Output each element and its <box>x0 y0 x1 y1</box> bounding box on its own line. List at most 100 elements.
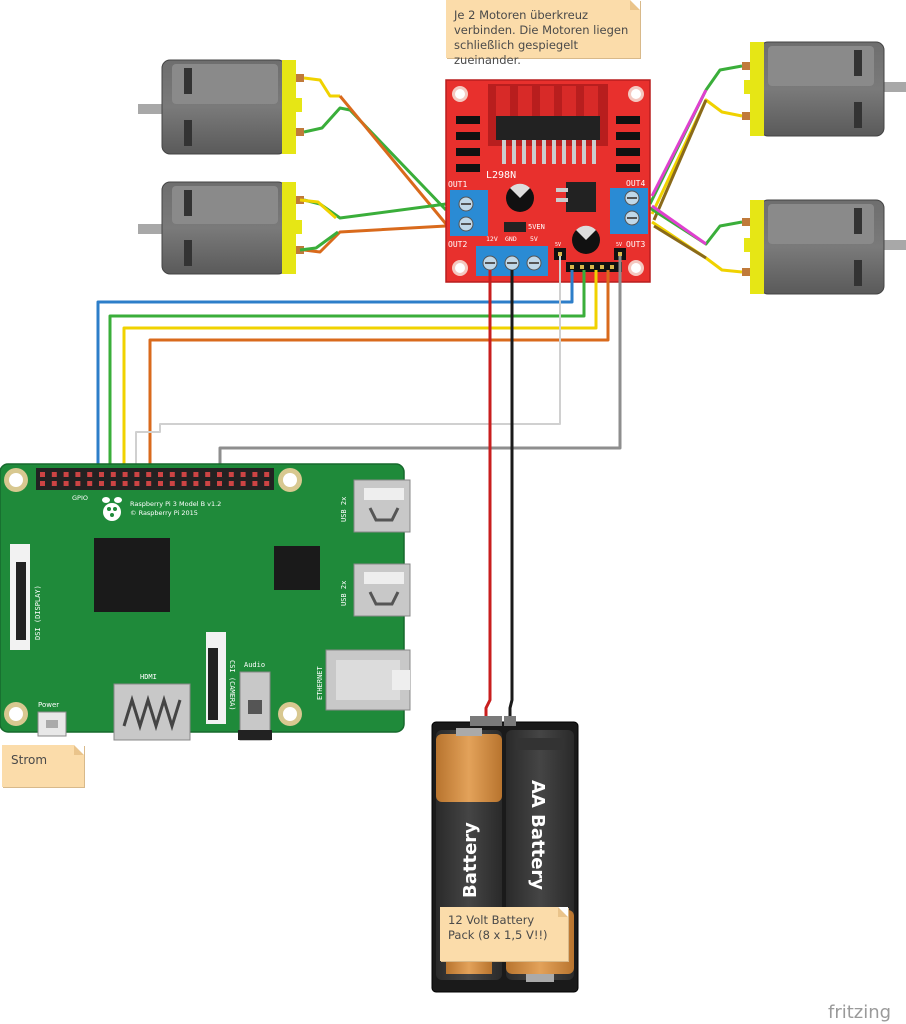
note-line: Pack (8 x 1,5 V!!) <box>448 928 548 942</box>
gpio-pin <box>158 481 163 486</box>
gpio-pin <box>193 472 199 477</box>
gpio-pin <box>51 472 57 477</box>
gpio-pin <box>252 472 258 477</box>
motor-bottom-right <box>742 199 906 295</box>
wire-tr-green <box>648 64 743 205</box>
gpio-pin <box>51 481 57 486</box>
gpio-pin <box>228 481 234 486</box>
wire-white <box>135 256 561 470</box>
ethernet-label: ETHERNET <box>316 665 324 700</box>
note-line: Strom <box>11 753 48 767</box>
gpio-pin <box>181 472 187 477</box>
gpio-pin <box>217 472 222 477</box>
gpio-pin <box>264 481 270 486</box>
out4-label: OUT4 <box>626 179 645 188</box>
gpio-pin <box>99 472 104 477</box>
hdmi-label: HDMI <box>140 673 157 681</box>
gpio-pin <box>75 481 81 486</box>
note-line: Je 2 Motoren überkreuz <box>454 8 589 22</box>
gpio-pin <box>146 481 152 486</box>
model-label: Raspberry Pi 3 Model B v1.2 <box>130 500 221 508</box>
copyright-label: © Raspberry Pi 2015 <box>130 509 198 517</box>
gpio-pin <box>63 481 69 486</box>
wire-bl-yel <box>299 198 337 220</box>
motor-wires <box>299 64 743 274</box>
gpio-pin <box>122 481 128 486</box>
5ven-label: 5VEN <box>528 223 545 231</box>
gpio-pin <box>122 472 128 477</box>
out2-label: OUT2 <box>448 240 467 249</box>
gpio-pin <box>205 472 211 477</box>
note-power: Strom <box>2 745 84 787</box>
gpio-pin <box>205 481 211 486</box>
gpio-pin <box>169 472 175 477</box>
wire-tr-brown <box>652 99 708 221</box>
battery-cell1-label: Battery <box>460 822 481 898</box>
gpio-pin <box>240 472 246 477</box>
audio-label: Audio <box>244 661 265 669</box>
gpio-pin <box>158 472 163 477</box>
note-line: 12 Volt Battery <box>448 913 535 927</box>
wire-bl-green <box>303 224 447 254</box>
gpio-pin <box>110 481 116 486</box>
gpio-pin <box>264 472 270 477</box>
out3-label: OUT3 <box>626 240 645 249</box>
gpio-pin <box>228 472 234 477</box>
pin-12v-label: 12V <box>486 235 498 243</box>
battery-cell2-label: AA Battery <box>527 780 548 890</box>
usb2-label: USB 2x <box>340 581 348 606</box>
wire-tl-green <box>303 106 448 212</box>
gpio-pin <box>87 481 93 486</box>
gpio-pin <box>87 472 93 477</box>
note-battery: 12 Volt Battery Pack (8 x 1,5 V!!) <box>440 907 568 961</box>
enb-label: 5V <box>616 242 622 248</box>
wire-orange <box>148 270 610 470</box>
note-line: verbinden. Die Motoren liegen <box>454 23 629 37</box>
gpio-pin <box>110 472 116 477</box>
wire-br-yellow <box>651 220 743 274</box>
note-motor-wiring: Je 2 Motoren überkreuz verbinden. Die Mo… <box>446 0 640 67</box>
pin-5v-label: 5V <box>530 235 538 243</box>
gpio-pin <box>134 472 140 477</box>
csi-label: CSI (CAMERA) <box>228 660 236 711</box>
wire-bl-grn <box>299 230 339 252</box>
gpio-pin <box>40 481 45 486</box>
wire-yellow <box>122 270 598 470</box>
wire-tl-yellow <box>303 76 340 98</box>
wire-br-brown <box>653 224 707 260</box>
pin-gnd-label: GND <box>505 235 517 243</box>
wire-tr-yellow <box>650 98 743 215</box>
note-line: schließlich gespiegelt zueinander. <box>454 38 578 67</box>
gpio-pin <box>99 481 104 486</box>
wire-tr-magenta <box>650 89 708 197</box>
wire-tl-orange <box>338 95 448 225</box>
wire-green <box>108 270 586 470</box>
motor-top-left <box>138 59 304 155</box>
motor-bottom-left <box>138 181 304 275</box>
wire-black-gnd <box>508 270 514 724</box>
power-label: Power <box>38 701 59 709</box>
out1-label: OUT1 <box>448 180 467 189</box>
gpio-pin <box>75 472 81 477</box>
raspberry-logo-icon <box>102 497 122 521</box>
gpio-pin <box>134 481 140 486</box>
gpio-pin <box>252 481 258 486</box>
gpio-pin <box>181 481 187 486</box>
ena-label: 5V <box>555 242 561 248</box>
gpio-pin <box>40 472 45 477</box>
gpio-pin <box>240 481 246 486</box>
raspberry-pi-board: GPIO Raspberry Pi 3 Model B v1.2 © Raspb… <box>0 463 411 741</box>
fritzing-logo: fritzing <box>828 1002 891 1023</box>
gpio-pin <box>169 481 175 486</box>
chip-label: L298N <box>486 170 516 181</box>
l298n-driver-board: L298N OUT1 OUT2 OUT4 OUT3 5VEN 12V GND 5… <box>445 79 651 283</box>
wire-red-power <box>484 270 492 724</box>
dsi-label: DSI (DISPLAY) <box>34 585 42 640</box>
motor-top-right <box>742 41 906 137</box>
usb1-label: USB 2x <box>340 497 348 522</box>
wire-blue <box>96 270 574 470</box>
gpio-pin <box>217 481 222 486</box>
gpio-pin <box>146 472 152 477</box>
gpio-pin <box>193 481 199 486</box>
